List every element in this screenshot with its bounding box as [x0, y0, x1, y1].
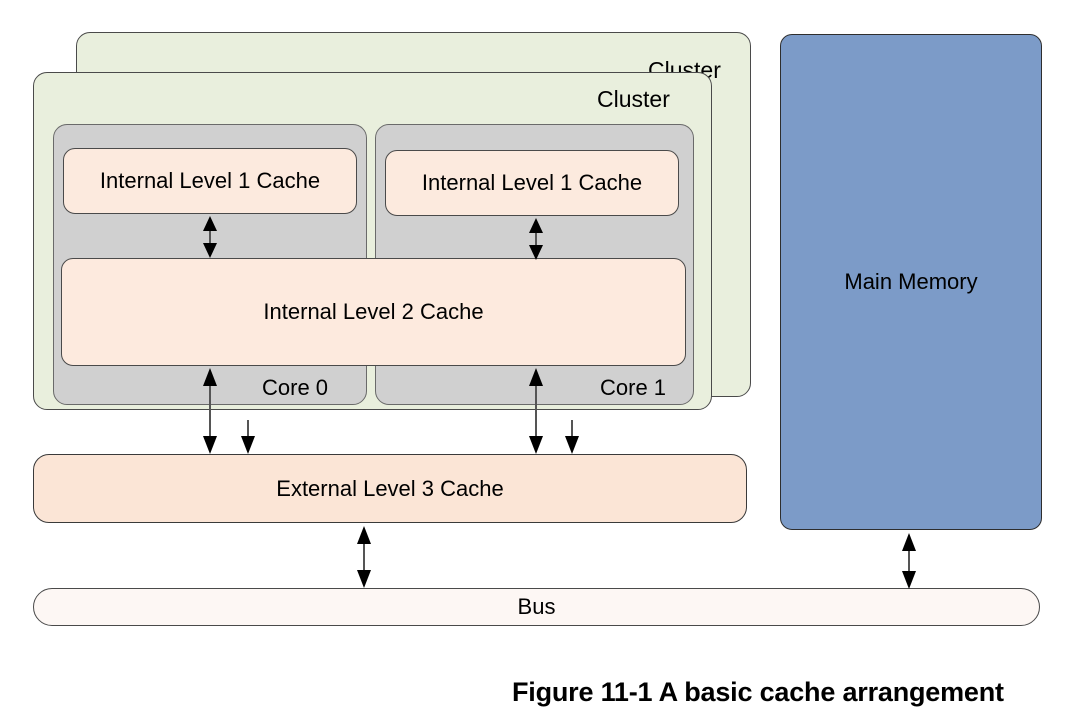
- l3-cache[interactable]: External Level 3 Cache: [33, 454, 747, 523]
- cluster-label-front: Cluster: [597, 86, 670, 112]
- arrow-core1-l1-l2: [529, 218, 543, 260]
- bus-bar[interactable]: Bus: [33, 588, 1040, 626]
- arrow-memory-bus: [902, 533, 916, 589]
- core-label-1: Core 1: [600, 375, 667, 400]
- arrow-core0-l1-l2: [203, 216, 217, 258]
- arrow-core1-l2-l3-down: [565, 420, 579, 454]
- figure-caption: Figure 11-1 A basic cache arrangement: [512, 677, 1004, 707]
- arrow-l3-bus: [357, 526, 371, 588]
- arrow-core0-l2-l3-double: [203, 368, 217, 454]
- l1-cache-core1[interactable]: Internal Level 1 Cache: [385, 150, 679, 216]
- main-memory-block[interactable]: Main Memory: [780, 34, 1042, 530]
- l2-cache-shared[interactable]: Internal Level 2 Cache: [61, 258, 686, 366]
- l1-cache-core0[interactable]: Internal Level 1 Cache: [63, 148, 357, 214]
- arrow-core1-l2-l3-double: [529, 368, 543, 454]
- arrow-core0-l2-l3-down: [241, 420, 255, 454]
- core-label-0: Core 0: [262, 375, 329, 400]
